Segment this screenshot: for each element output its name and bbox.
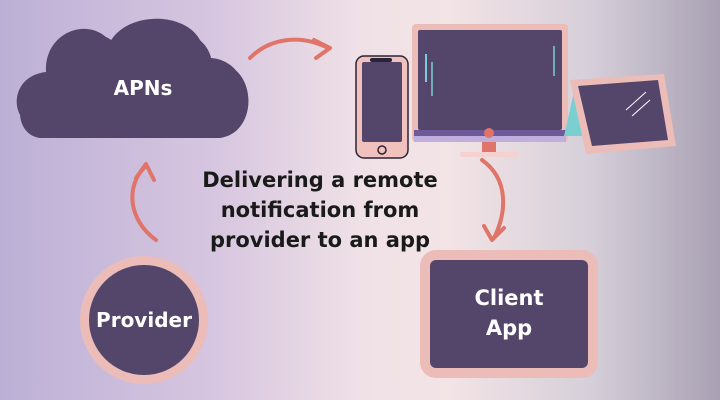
devices-to-client-app-arrow-icon — [480, 158, 506, 242]
desktop-monitor-icon — [412, 24, 568, 157]
apns-cloud-icon — [16, 18, 249, 138]
provider-node — [89, 265, 199, 375]
phone-icon — [355, 55, 409, 159]
tablet-icon — [564, 74, 676, 154]
client-app-label-line1: Client — [474, 286, 544, 310]
provider-label: Provider — [96, 308, 192, 332]
client-app-label-line2: App — [485, 316, 533, 340]
apns-label: APNs — [113, 76, 173, 100]
caption-line-1: Delivering a remote — [202, 168, 438, 192]
client-app-node — [430, 260, 588, 368]
caption-line-2: notification from — [220, 198, 420, 222]
diagram-caption: Delivering a remote notification from pr… — [180, 165, 460, 255]
apns-to-devices-arrow-icon — [248, 37, 332, 60]
caption-line-3: provider to an app — [209, 228, 431, 252]
provider-to-apns-arrow-icon — [130, 162, 158, 242]
